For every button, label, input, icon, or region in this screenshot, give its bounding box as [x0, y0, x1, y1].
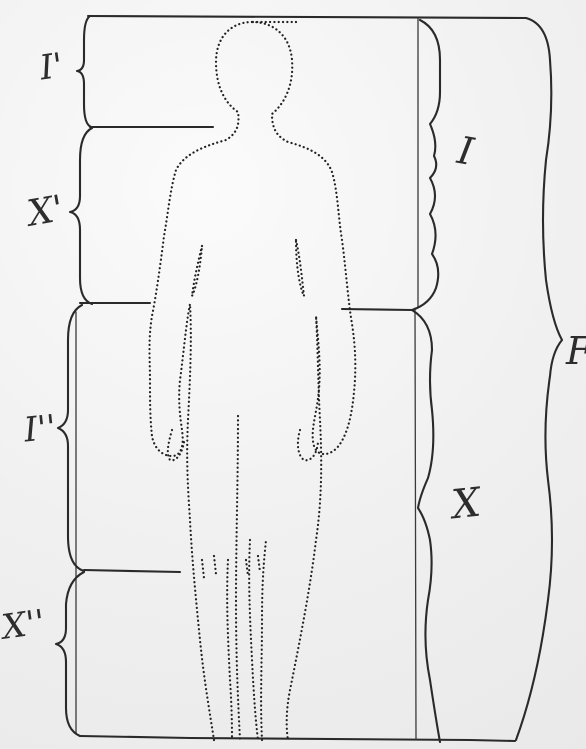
label-left-second: X' [25, 191, 66, 233]
left-leg-inner [227, 560, 232, 740]
leg-divider [236, 416, 240, 740]
knee-line [84, 570, 180, 572]
right-arm-gap [296, 240, 304, 296]
left-arm-gap [192, 246, 202, 296]
knee-marks [202, 556, 260, 578]
brace-right-upper [412, 20, 440, 310]
brace-left-bottom [56, 572, 84, 736]
label-right-total: F [566, 332, 586, 370]
brace-left-second [70, 128, 92, 304]
label-top-left: I' [38, 49, 65, 86]
vertical-reference-line [415, 18, 418, 740]
top-rule [88, 16, 526, 18]
label-right-lower: X [450, 483, 483, 526]
label-left-bottom: X'' [0, 605, 47, 645]
waist-line-right [342, 309, 412, 310]
right-hand [298, 430, 318, 460]
figure-outline [150, 22, 297, 740]
bottom-rule [80, 736, 515, 741]
right-leg-inner [249, 540, 258, 740]
figure-outline-right [252, 22, 355, 740]
brace-left-top [77, 16, 91, 127]
brace-left-third [58, 305, 84, 571]
brace-right-total [516, 18, 562, 740]
label-left-third: I'' [22, 410, 58, 447]
